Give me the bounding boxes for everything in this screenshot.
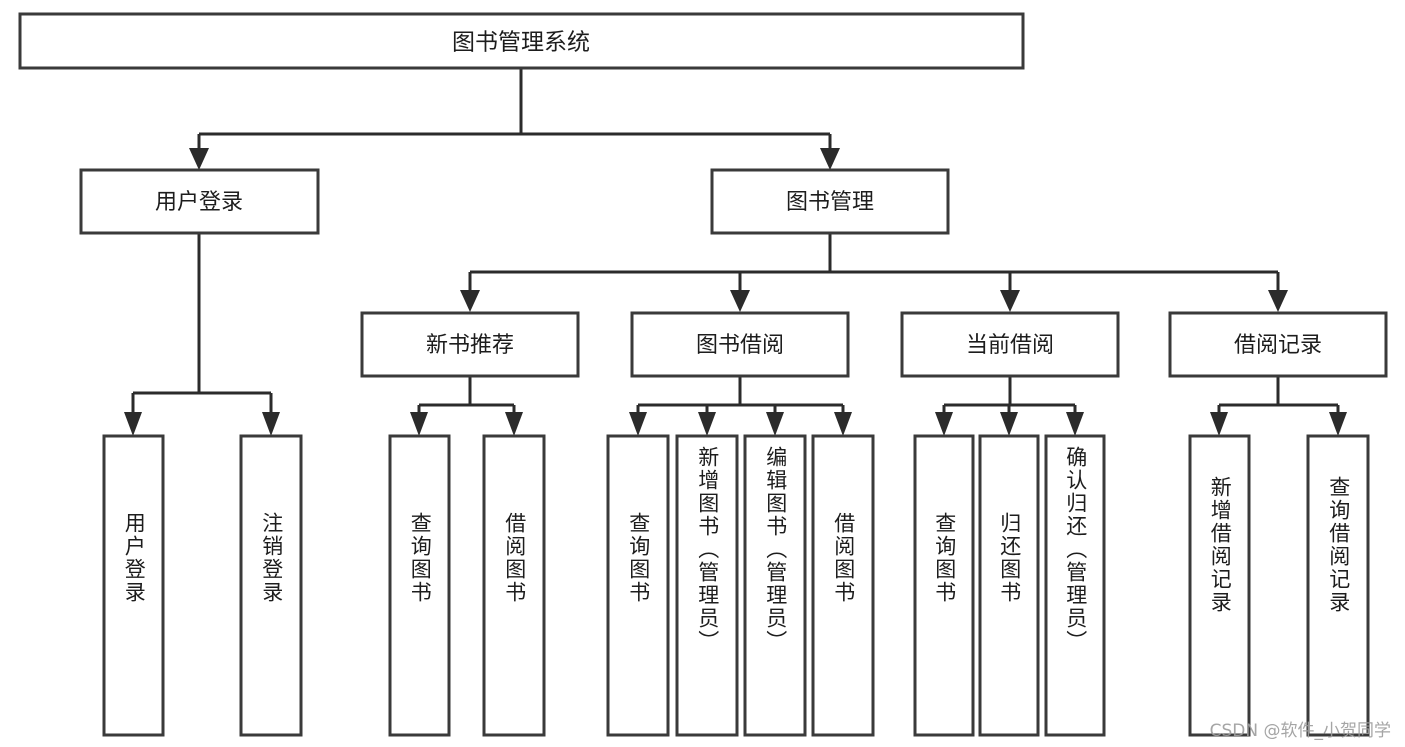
arrowhead-br-leaf-2	[1329, 412, 1347, 436]
leaf-box-logout[interactable]	[239, 434, 303, 737]
arrowhead-bb-leaf-3	[766, 412, 784, 436]
arrowhead-book-manage	[820, 148, 840, 170]
connector-group-user-login	[124, 234, 280, 436]
leaf-box-bb-query-book[interactable]	[606, 434, 670, 737]
node-user-login-box[interactable]	[79, 168, 320, 235]
arrowhead-cb-leaf-1	[935, 412, 953, 436]
arrowhead-bb-leaf-4	[834, 412, 852, 436]
node-book-manage-label: 图书管理	[786, 190, 874, 215]
node-root-label: 图书管理系统	[452, 30, 590, 56]
connector-group-new-book	[410, 376, 523, 436]
arrowhead-bb-leaf-2	[698, 412, 716, 436]
arrowhead-user-login	[189, 148, 209, 170]
leaf-box-bb-borrow-book[interactable]	[811, 434, 875, 737]
node-book-borrow-label: 图书借阅	[696, 333, 784, 358]
arrowhead-bb-leaf-1	[629, 412, 647, 436]
arrowhead-borrow-record	[1268, 290, 1288, 312]
connector-group-root	[189, 68, 840, 170]
node-root-box[interactable]	[18, 12, 1025, 70]
node-book-borrow[interactable]: 图书借阅	[630, 311, 850, 378]
leaf-box-bb-add-book[interactable]	[675, 434, 739, 737]
arrowhead-book-borrow	[730, 290, 750, 312]
connector-group-borrow-record	[1210, 376, 1347, 436]
node-book-borrow-box[interactable]	[630, 311, 850, 378]
node-new-book-recommend-label: 新书推荐	[426, 333, 514, 358]
leaf-box-nb-query-book[interactable]	[388, 434, 451, 737]
leaf-box-bb-edit-book[interactable]	[743, 434, 807, 737]
leaf-box-br-add-record[interactable]	[1188, 434, 1251, 737]
arrowhead-leaf-logout	[262, 412, 280, 436]
node-current-borrow[interactable]: 当前借阅	[900, 311, 1120, 378]
node-root[interactable]: 图书管理系统	[18, 12, 1025, 70]
node-new-book-recommend[interactable]: 新书推荐	[360, 311, 580, 378]
node-book-manage-box[interactable]	[710, 168, 950, 235]
node-borrow-record[interactable]: 借阅记录	[1168, 311, 1388, 378]
arrowhead-nb-leaf-1	[410, 412, 428, 436]
node-current-borrow-box[interactable]	[900, 311, 1120, 378]
leaf-box-cb-query-book[interactable]	[913, 434, 975, 737]
arrowhead-br-leaf-1	[1210, 412, 1228, 436]
node-book-manage[interactable]: 图书管理	[710, 168, 950, 235]
arrowhead-cb-leaf-3	[1066, 412, 1084, 436]
connector-group-current-borrow	[935, 376, 1084, 436]
arrowhead-leaf-user-login	[124, 412, 142, 436]
leaf-box-cb-return-book[interactable]	[978, 434, 1040, 737]
arrowhead-current-borrow	[1000, 290, 1020, 312]
leaf-box-br-query-record[interactable]	[1306, 434, 1370, 737]
connector-group-book-borrow	[629, 376, 852, 436]
node-user-login-label: 用户登录	[155, 190, 243, 215]
node-user-login[interactable]: 用户登录	[79, 168, 320, 235]
connector-group-book-manage	[460, 233, 1288, 312]
leaf-box-user-login[interactable]	[102, 434, 165, 737]
node-new-book-recommend-box[interactable]	[360, 311, 580, 378]
arrowhead-cb-leaf-2	[1000, 412, 1018, 436]
arrowhead-nb-leaf-2	[505, 412, 523, 436]
node-borrow-record-label: 借阅记录	[1234, 333, 1322, 358]
arrowhead-new-book	[460, 290, 480, 312]
node-current-borrow-label: 当前借阅	[966, 333, 1054, 358]
leaf-box-nb-borrow-book[interactable]	[482, 434, 546, 737]
leaf-box-cb-confirm-return[interactable]	[1044, 434, 1106, 737]
node-borrow-record-box[interactable]	[1168, 311, 1388, 378]
